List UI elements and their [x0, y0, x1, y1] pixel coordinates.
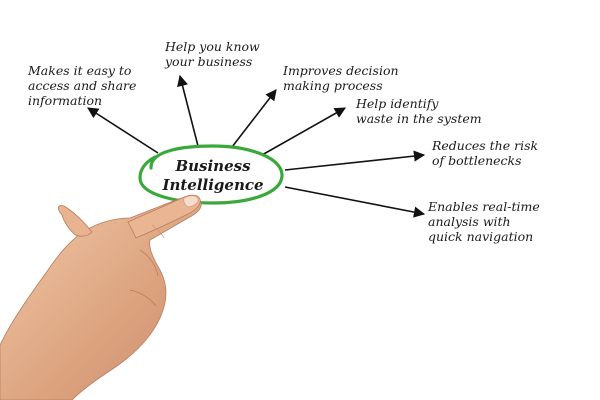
benefit-line: Enables real-time [427, 199, 540, 214]
arrow-group [87, 74, 426, 218]
benefit-label-share-information: Makes it easy to access and share inform… [27, 63, 136, 108]
benefit-line: Help identify [355, 96, 439, 111]
arrow-to-real-time-analysis [284, 186, 426, 218]
benefit-label-real-time-analysis: Enables real-time analysis with quick na… [427, 199, 540, 244]
hand-index-finger [127, 194, 201, 239]
arrow-to-decision-making [231, 89, 277, 148]
benefit-line: Help you know [164, 39, 260, 54]
benefit-line: Reduces the risk [431, 138, 538, 153]
benefit-line: waste in the system [356, 111, 482, 126]
benefit-line: Improves decision [282, 63, 399, 78]
benefit-label-know-business: Help you know your business [164, 39, 260, 69]
benefit-line: access and share [28, 78, 136, 93]
benefit-label-decision-making: Improves decision making process [282, 63, 399, 93]
benefit-line: analysis with [428, 214, 511, 229]
arrow-to-know-business [177, 74, 199, 147]
arrow-to-reduce-bottlenecks [284, 150, 426, 171]
benefit-line: quick navigation [428, 229, 533, 244]
benefit-line: your business [164, 54, 252, 69]
benefit-line: Makes it easy to [27, 63, 131, 78]
hand-knuckle-crease [151, 224, 165, 239]
center-node: Business Intelligence [138, 144, 284, 205]
benefit-line: information [28, 93, 102, 108]
center-title-line-1: Business [174, 157, 251, 175]
center-ring [138, 144, 284, 205]
pointing-hand-image [0, 194, 202, 400]
hand-knuckle-crease [139, 249, 159, 277]
hand-fingernail [183, 195, 199, 208]
center-title-line-2: Intelligence [161, 176, 263, 194]
benefit-line: making process [283, 78, 383, 93]
hand-thumb [58, 205, 93, 237]
hand-palm [0, 195, 202, 400]
hand-knuckle-crease [129, 289, 157, 307]
arrow-to-share-information [87, 107, 159, 154]
benefit-label-reduce-bottlenecks: Reduces the risk of bottlenecks [431, 138, 538, 168]
benefit-label-identify-waste: Help identify waste in the system [355, 96, 482, 126]
arrow-to-identify-waste [261, 107, 346, 156]
benefit-line: of bottlenecks [432, 153, 522, 168]
